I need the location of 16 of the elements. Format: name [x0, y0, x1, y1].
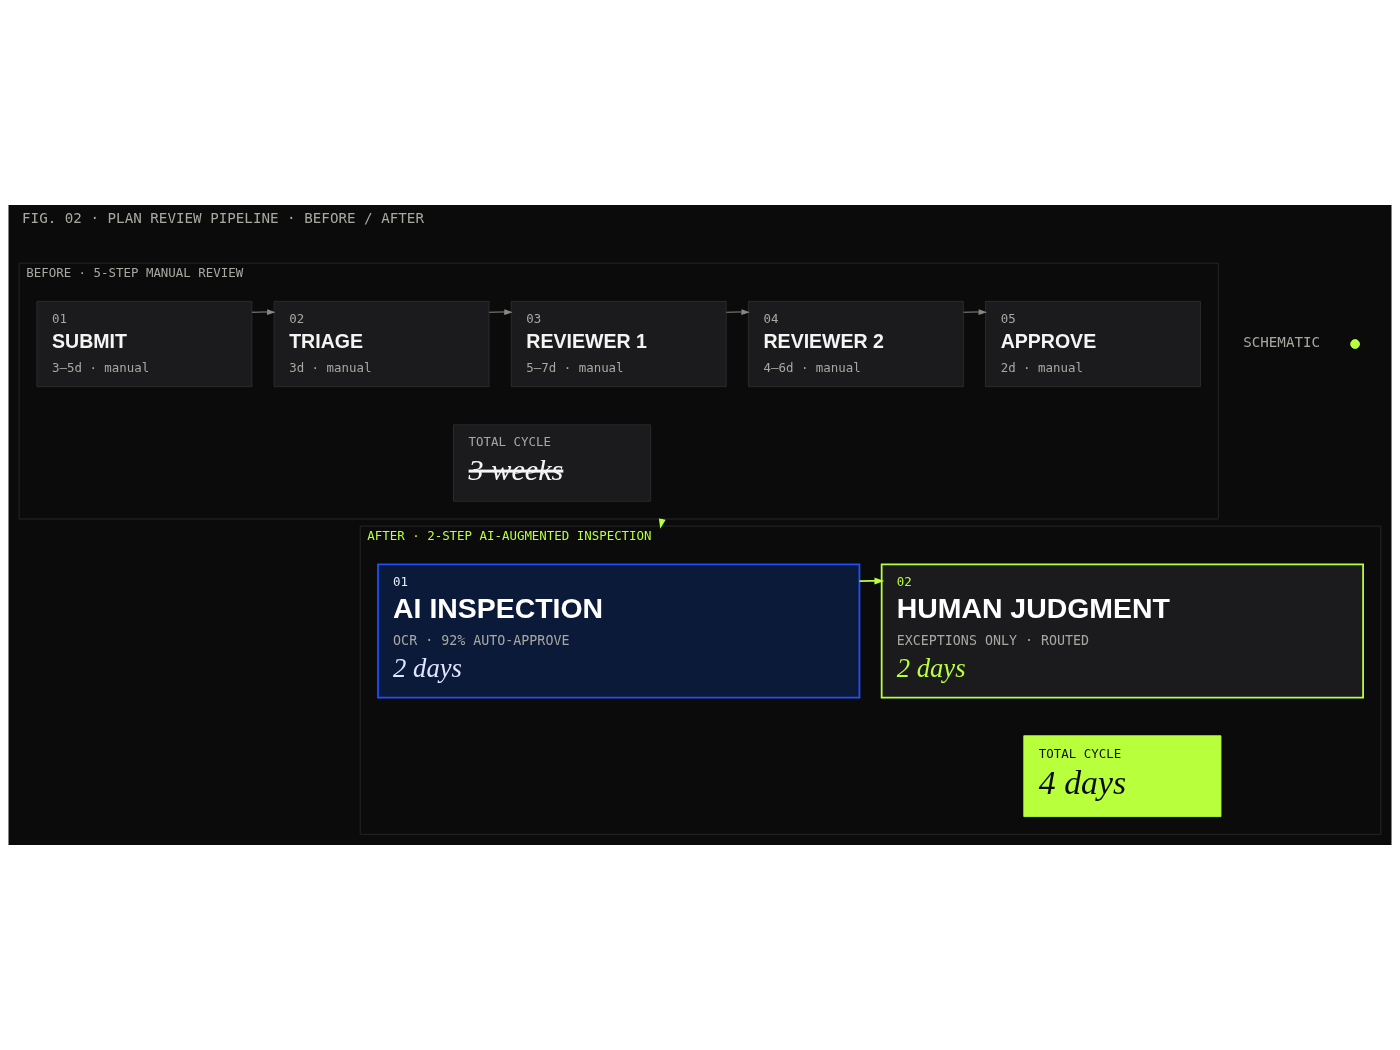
arrow — [963, 309, 987, 315]
node-box: 02 HUMAN JUDGMENT EXCEPTIONS ONLY · ROUTED 2 days — [880, 563, 1364, 699]
label: SCHEMATIC — [1243, 334, 1321, 351]
node-box: 02 TRIAGE 3d · manual — [273, 300, 490, 388]
arrow — [725, 309, 750, 315]
node-box: 01 SUBMIT 3–5d · manual — [36, 300, 253, 388]
node-box: 01 AI INSPECTION OCR · 92% AUTO-APPROVE 2 days — [377, 563, 861, 699]
arrow — [488, 309, 513, 315]
arrow — [251, 309, 276, 315]
node-box: 03 REVIEWER 1 5–7d · manual — [510, 300, 727, 388]
diagram-title: FIG. 02 · PLAN REVIEW PIPELINE · BEFORE / AFTER — [22, 210, 424, 227]
node-box: 05 APPROVE 2d · manual — [985, 300, 1201, 388]
node-box: TOTAL CYCLE 4 days — [1023, 735, 1222, 818]
node-box: TOTAL CYCLE 3 weeks — [453, 424, 652, 502]
arrow — [858, 577, 885, 585]
node-box: 04 REVIEWER 2 4–6d · manual — [747, 300, 964, 388]
